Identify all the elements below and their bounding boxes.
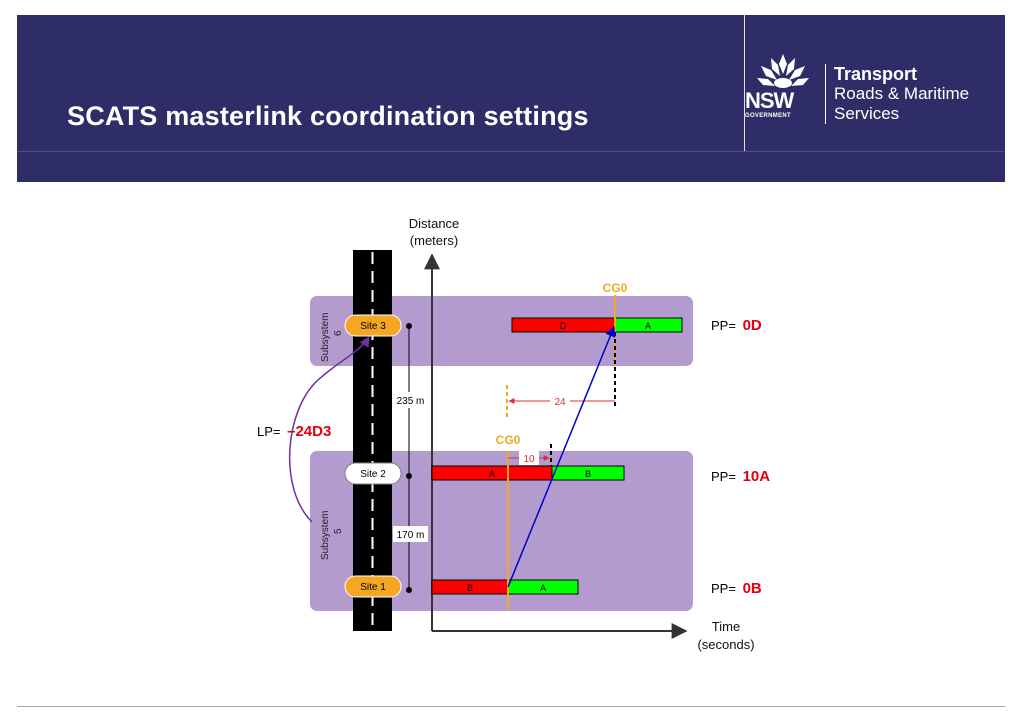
site-2-phase-b-label: B (585, 469, 591, 479)
time-axis-label-2: (seconds) (697, 637, 754, 652)
site-2-phase-b-bar (551, 465, 625, 481)
distance-axis-label-1: Distance (409, 216, 460, 231)
subsystem-6-label: Subsystem (320, 313, 331, 362)
subsystem-6-number: 6 (333, 330, 344, 336)
site-2-pill (344, 462, 402, 485)
site-2-phase-a-label: A (489, 469, 495, 479)
banner-divider-vertical (744, 15, 745, 152)
logo-line-transport: Transport (834, 64, 918, 84)
lp-value: –24D3 (287, 423, 331, 440)
distance-170-box (393, 526, 428, 542)
pp-site-1-label: PP= 0B (711, 580, 762, 597)
pp-site-2-prefix: PP= (711, 469, 736, 484)
lp-link-arrow (288, 336, 370, 523)
cg0-label-top: CG0 (603, 281, 628, 295)
distance-235-box (393, 392, 428, 408)
site-3-phase-a-label: A (645, 321, 651, 331)
site-2-label: Site 2 (360, 469, 386, 480)
distance-170-label: 170 m (397, 530, 425, 541)
logo-wordmark: NSW (745, 88, 794, 113)
offset-24-box (550, 394, 570, 408)
site-1-phase-a-label: A (540, 583, 546, 593)
site-1-phase-b-label: B (467, 583, 473, 593)
distance-235-label: 235 m (397, 396, 425, 407)
subsystem-6-panel (310, 296, 693, 366)
offset-10-box (519, 451, 539, 465)
pp-site-3-label: PP= 0D (711, 317, 762, 334)
cg0-label-mid: CG0 (496, 433, 521, 447)
pp-site-2-label: PP= 10A (711, 468, 770, 485)
subsystem-5-label: Subsystem (320, 511, 331, 560)
footer-rule (17, 706, 1005, 707)
pp-site-2-value: 10A (743, 468, 771, 485)
waratah-flower-icon (757, 54, 809, 88)
title-banner: SCATS masterlink coordination settings (17, 15, 1005, 182)
offset-10-label: 10 (523, 454, 535, 465)
subsystem-5-number: 5 (333, 528, 344, 534)
site-1-dot (406, 587, 412, 593)
logo-line-roads: Roads & Maritime (834, 84, 970, 103)
site-3-phase-d-label: D (560, 321, 567, 331)
logo-divider (825, 64, 826, 124)
progression-line (507, 326, 616, 588)
lp-prefix: LP= (257, 424, 281, 439)
offset-24-label: 24 (554, 397, 566, 408)
time-axis-label-1: Time (712, 619, 740, 634)
pp-site-1-prefix: PP= (711, 581, 736, 596)
site-1-label: Site 1 (360, 582, 386, 593)
pp-site-1-value: 0B (743, 580, 762, 597)
site-2-dot (406, 473, 412, 479)
distance-axis-label-2: (meters) (410, 233, 458, 248)
road (353, 250, 392, 631)
pp-site-3-prefix: PP= (711, 318, 736, 333)
logo-line-services: Services (834, 104, 900, 123)
banner-divider-horizontal (17, 151, 1005, 152)
site-3-label: Site 3 (360, 321, 386, 332)
site-1-pill (344, 575, 402, 598)
page-title: SCATS masterlink coordination settings (67, 101, 589, 131)
logo-government: GOVERNMENT (745, 113, 792, 119)
subsystem-5-panel (310, 451, 693, 611)
nsw-transport-logo: NSW GOVERNMENT Transport Roads & Maritim… (745, 52, 995, 127)
site-3-dot (406, 323, 412, 329)
site-3-pill (344, 314, 402, 337)
lp-label: LP= –24D3 (257, 423, 331, 440)
pp-site-3-value: 0D (743, 317, 762, 334)
